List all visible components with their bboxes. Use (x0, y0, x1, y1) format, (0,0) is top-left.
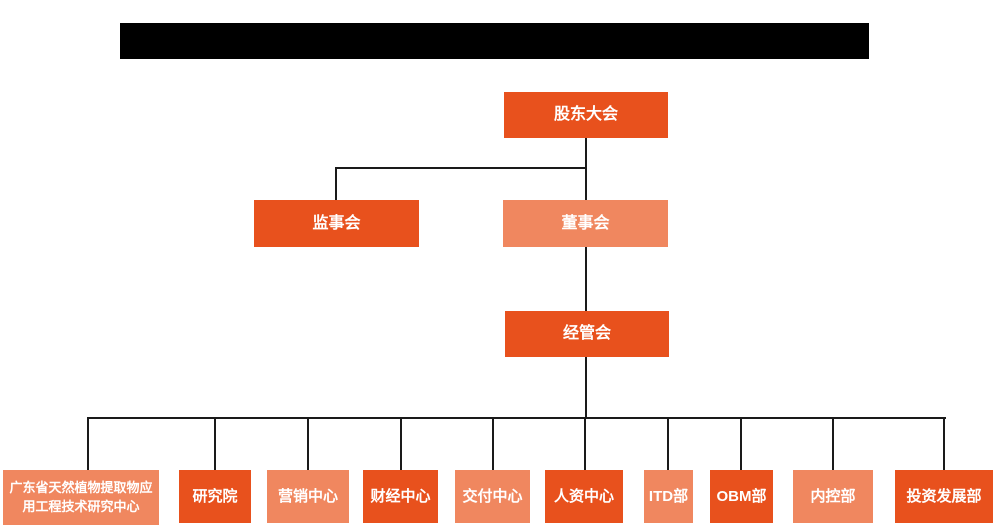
node-management-committee: 经管会 (505, 311, 669, 357)
node-internal-control-dept: 内控部 (793, 470, 873, 523)
redacted-title-bar (120, 23, 869, 59)
node-marketing-center: 营销中心 (267, 470, 349, 523)
node-gd-natural-plant-extract-research-center: 广东省天然植物提取物应 用工程技术研究中心 (3, 470, 159, 525)
node-obm-dept: OBM部 (710, 470, 773, 523)
node-board-of-directors: 董事会 (503, 200, 668, 247)
connector-drop-obm-dept (740, 417, 742, 470)
dept-label-line: 广东省天然植物提取物应 用工程技术研究中心 (9, 479, 153, 514)
connector-drop-itd-dept (667, 417, 669, 470)
connector-drop-delivery-center (492, 417, 494, 470)
connector-root-to-level2 (585, 138, 587, 200)
connector-departments-bus (87, 417, 946, 419)
connector-to-supervisory-board (335, 167, 337, 200)
connector-drop-marketing-center (307, 417, 309, 470)
connector-drop-investment-development-dept (943, 417, 945, 470)
connector-management-to-bus (585, 357, 587, 417)
connector-board-to-management (585, 247, 587, 311)
connector-drop-research-institute (214, 417, 216, 470)
connector-drop-finance-center (400, 417, 402, 470)
connector-drop-research-center (87, 417, 89, 470)
node-itd-dept: ITD部 (644, 470, 693, 523)
node-supervisory-board: 监事会 (254, 200, 419, 247)
node-delivery-center: 交付中心 (455, 470, 530, 523)
node-hr-center: 人资中心 (545, 470, 623, 523)
connector-drop-internal-control-dept (832, 417, 834, 470)
node-investment-development-dept: 投资发展部 (895, 470, 993, 523)
node-research-institute: 研究院 (179, 470, 251, 523)
node-shareholders-meeting: 股东大会 (504, 92, 668, 138)
node-finance-center: 财经中心 (363, 470, 438, 523)
connector-level2-horizontal (335, 167, 586, 169)
connector-drop-hr-center (584, 417, 586, 470)
